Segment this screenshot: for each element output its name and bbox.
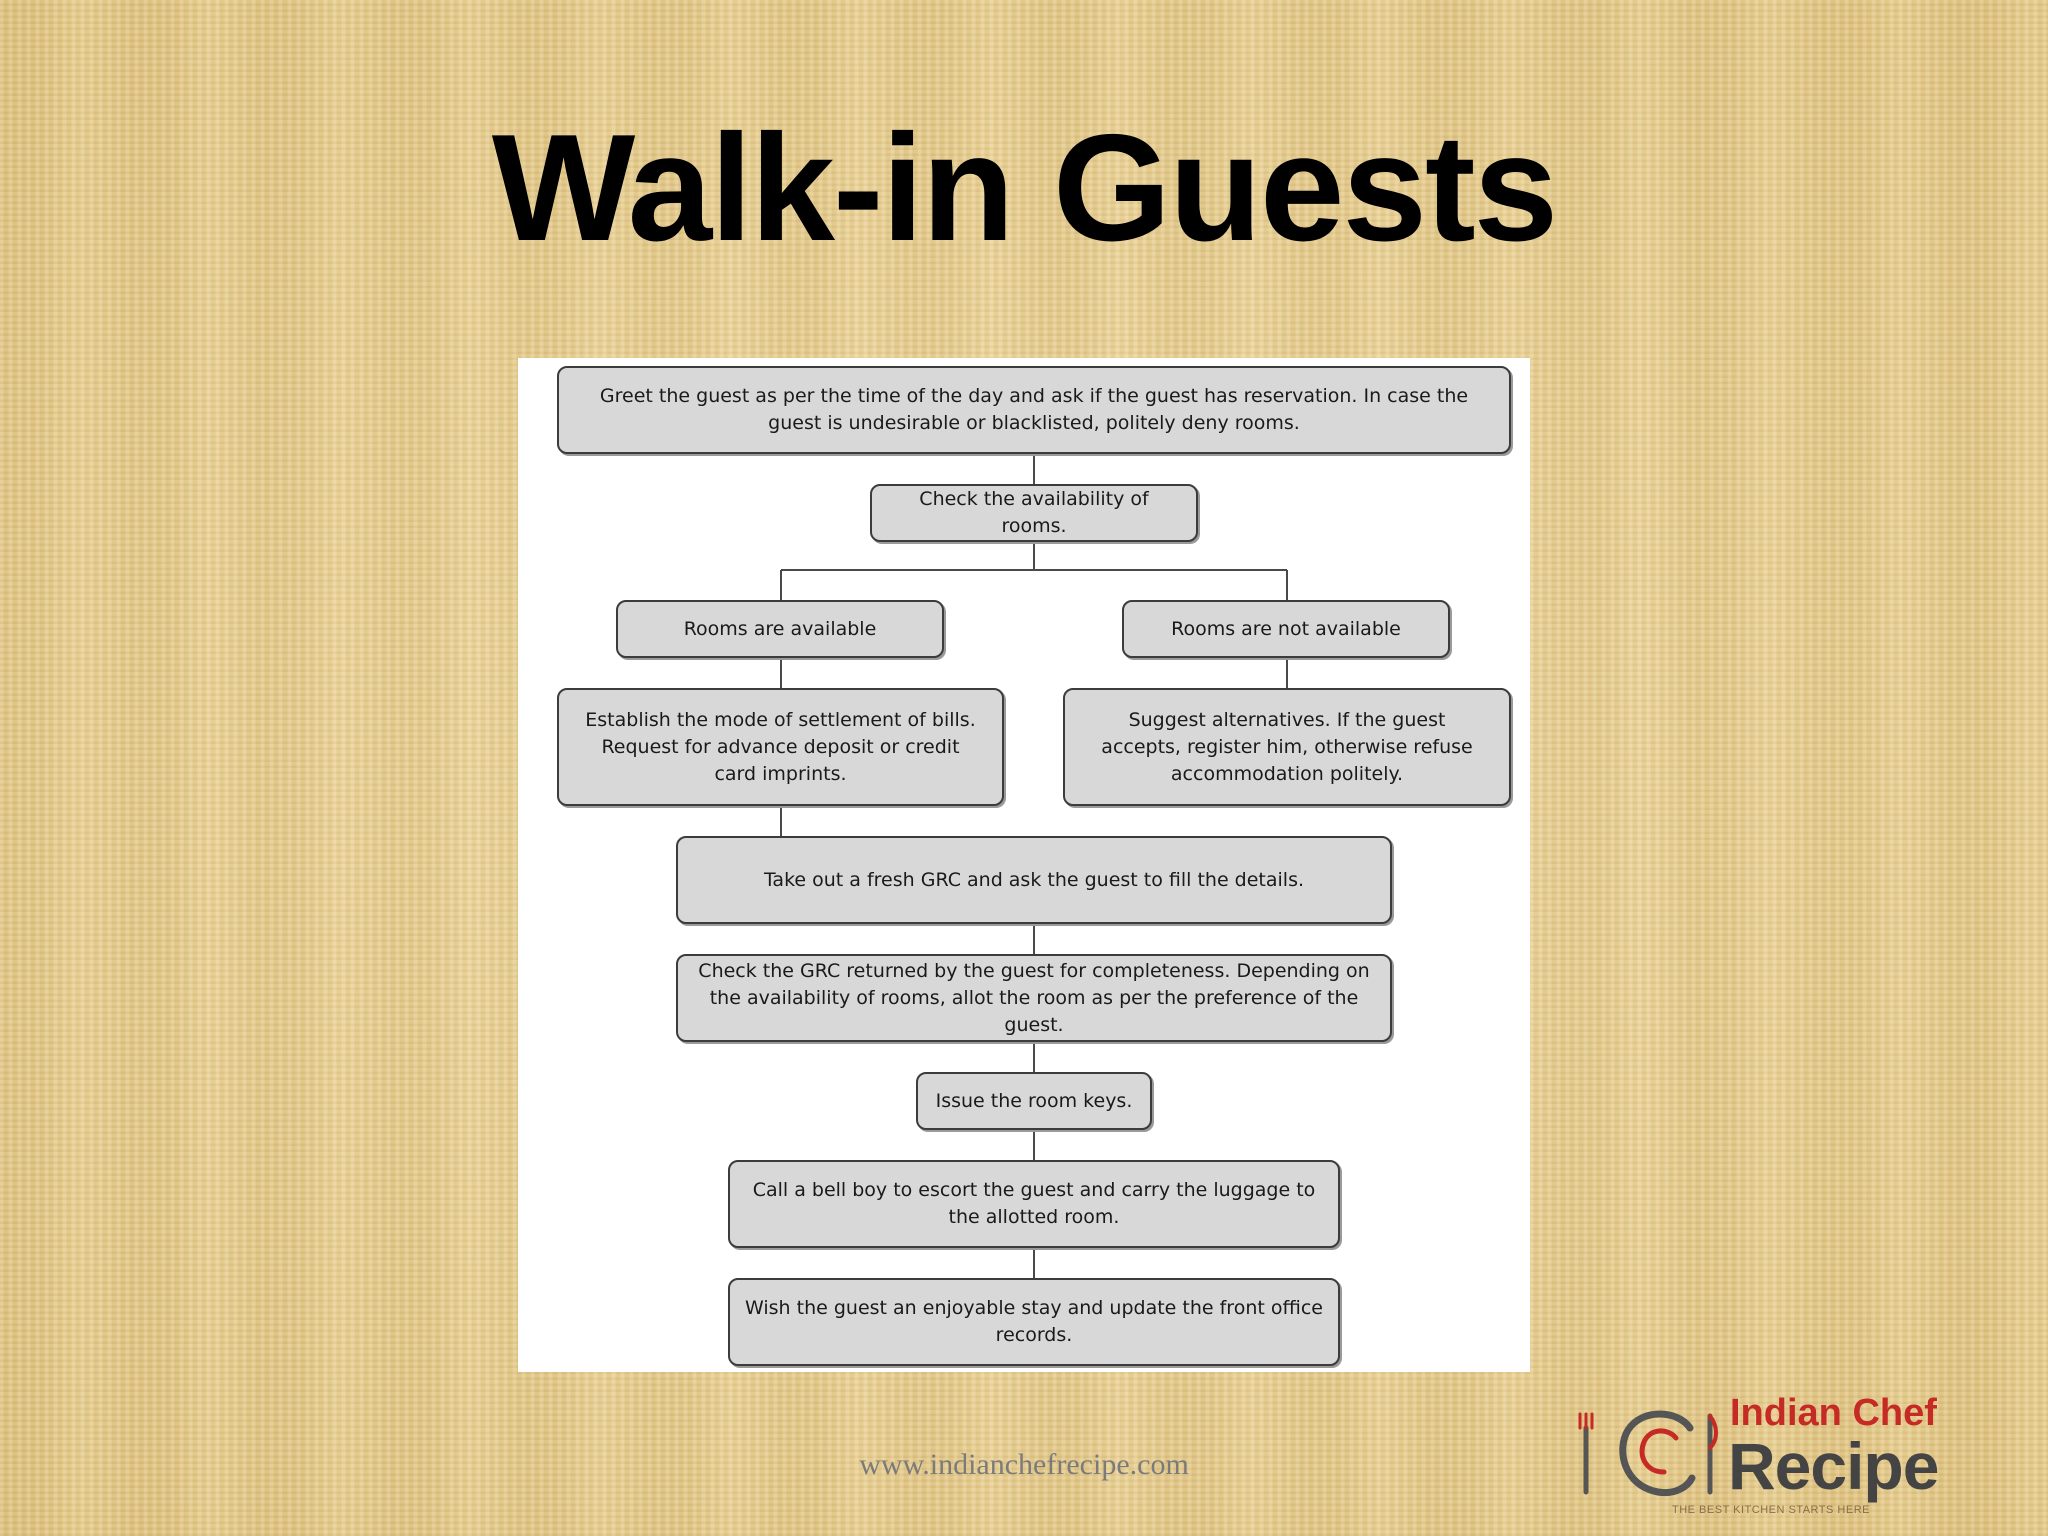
step-check-grc: Check the GRC returned by the guest for …	[676, 954, 1392, 1042]
logo-tagline: THE BEST KITCHEN STARTS HERE	[1672, 1504, 1870, 1516]
step-rooms-not-available: Rooms are not available	[1122, 600, 1450, 658]
flowchart-connectors	[780, 454, 1288, 1278]
step-check-availability: Check the availability of rooms.	[870, 484, 1198, 542]
step-fresh-grc: Take out a fresh GRC and ask the guest t…	[676, 836, 1392, 924]
step-suggest-alternatives: Suggest alternatives. If the guest accep…	[1063, 688, 1511, 806]
logo-text-line1: Indian Chef	[1730, 1392, 1937, 1434]
footer-url: www.indianchefrecipe.com	[859, 1448, 1189, 1481]
chef-logo-mark-icon	[1578, 1410, 1718, 1497]
logo-text-line2: Recipe	[1728, 1429, 1939, 1503]
step-establish-settlement: Establish the mode of settlement of bill…	[557, 688, 1004, 806]
step-bell-boy: Call a bell boy to escort the guest and …	[728, 1160, 1340, 1248]
step-wish-guest: Wish the guest an enjoyable stay and upd…	[728, 1278, 1340, 1366]
brand-logo: Indian Chef Recipe THE BEST KITCHEN STAR…	[1572, 1392, 2012, 1528]
step-rooms-available: Rooms are available	[616, 600, 944, 658]
flowchart-panel: Greet the guest as per the time of the d…	[518, 358, 1530, 1372]
step-greet-guest: Greet the guest as per the time of the d…	[557, 366, 1511, 454]
slide-title: Walk-in Guests	[491, 103, 1558, 273]
step-issue-keys: Issue the room keys.	[916, 1072, 1152, 1130]
